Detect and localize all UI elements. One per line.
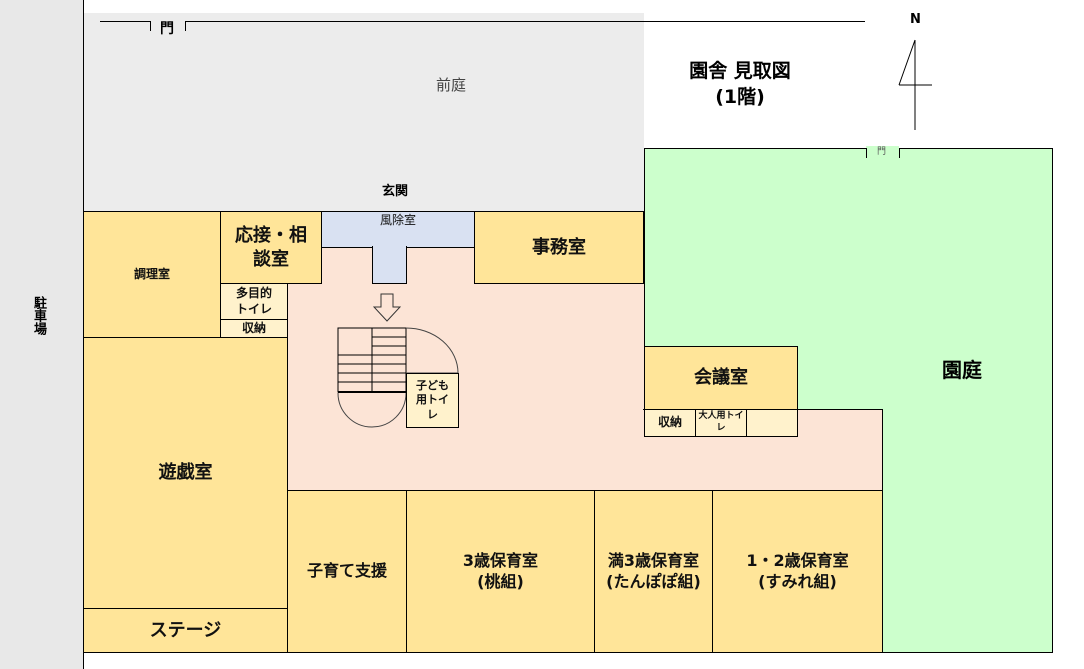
north-arrow-icon — [898, 39, 932, 130]
age12-group-label: (すみれ組) — [758, 571, 837, 591]
room-office: 事務室 — [474, 211, 644, 284]
office-label: 事務室 — [532, 236, 586, 258]
gate-post — [866, 148, 867, 158]
age3-group-label: (桃組) — [477, 571, 524, 591]
garden-label: 園庭 — [942, 358, 982, 382]
age3-label: 3歳保育室 — [462, 550, 539, 570]
room-storage: 収納 — [220, 319, 288, 338]
adult-toilet-label: 大人用トイレ — [698, 411, 744, 433]
boundary-line — [185, 21, 865, 22]
kids-toilet-label: 子ども用トイレ — [416, 379, 449, 421]
down-arrow-icon — [373, 293, 401, 322]
pre3-label: 満3歳保育室 — [607, 550, 700, 570]
boundary-line — [100, 21, 150, 22]
front-gate-label: 門 — [160, 21, 174, 37]
pre3-group-label: (たんぽぽ組) — [606, 571, 701, 591]
compass-label: N — [910, 12, 921, 27]
room-meeting: 会議室 — [644, 346, 798, 410]
room-unlabeled — [746, 409, 798, 437]
storage-2-label: 収納 — [657, 415, 682, 430]
room-reception: 応接・相談室 — [220, 211, 322, 284]
stage-label: ステージ — [149, 619, 222, 641]
gate-post — [899, 148, 900, 158]
garden-gate-gap — [866, 146, 899, 150]
meeting-label: 会議室 — [694, 367, 748, 389]
room-windbreak: 風除室 — [321, 211, 475, 230]
entrance-label: 玄関 — [382, 184, 409, 199]
room-childcare-support: 子育て支援 — [287, 490, 407, 653]
front-yard-label: 前庭 — [436, 76, 467, 94]
parking-area — [0, 0, 84, 669]
room-multipurpose-toilet: 多目的トイレ — [220, 283, 288, 320]
kitchen-label: 調理室 — [133, 266, 170, 281]
gate-post — [150, 21, 151, 31]
room-storage-2: 収納 — [644, 409, 696, 437]
age12-label: 1・2歳保育室 — [746, 550, 849, 570]
garden-gate-label: 門 — [877, 147, 887, 157]
room-stage: ステージ — [83, 608, 288, 653]
parking-label: 駐車場 — [31, 296, 46, 335]
entrance-hall-stem — [372, 246, 407, 284]
room-age12: 1・2歳保育室(すみれ組) — [712, 490, 883, 653]
multi-toilet-label: 多目的トイレ — [235, 285, 272, 316]
room-pre3: 満3歳保育室(たんぽぽ組) — [594, 490, 713, 653]
staircase — [337, 327, 459, 428]
front-yard — [84, 13, 644, 212]
room-kitchen: 調理室 — [83, 211, 221, 338]
room-age3: 3歳保育室(桃組) — [406, 490, 595, 653]
windbreak-label: 風除室 — [379, 212, 416, 227]
room-kids-toilet: 子ども用トイレ — [406, 373, 459, 428]
map-title: 園舎 見取図 (1階) — [670, 58, 810, 110]
reception-label: 応接・相談室 — [235, 225, 307, 270]
childcare-support-label: 子育て支援 — [306, 561, 387, 581]
room-adult-toilet: 大人用トイレ — [695, 409, 747, 437]
storage-label: 収納 — [241, 320, 266, 335]
title-line2: (1階) — [715, 86, 765, 108]
gate-post — [185, 21, 186, 31]
playroom-label: 遊戯室 — [158, 462, 213, 484]
room-playroom: 遊戯室 — [83, 337, 288, 609]
title-line1: 園舎 見取図 — [689, 60, 791, 82]
